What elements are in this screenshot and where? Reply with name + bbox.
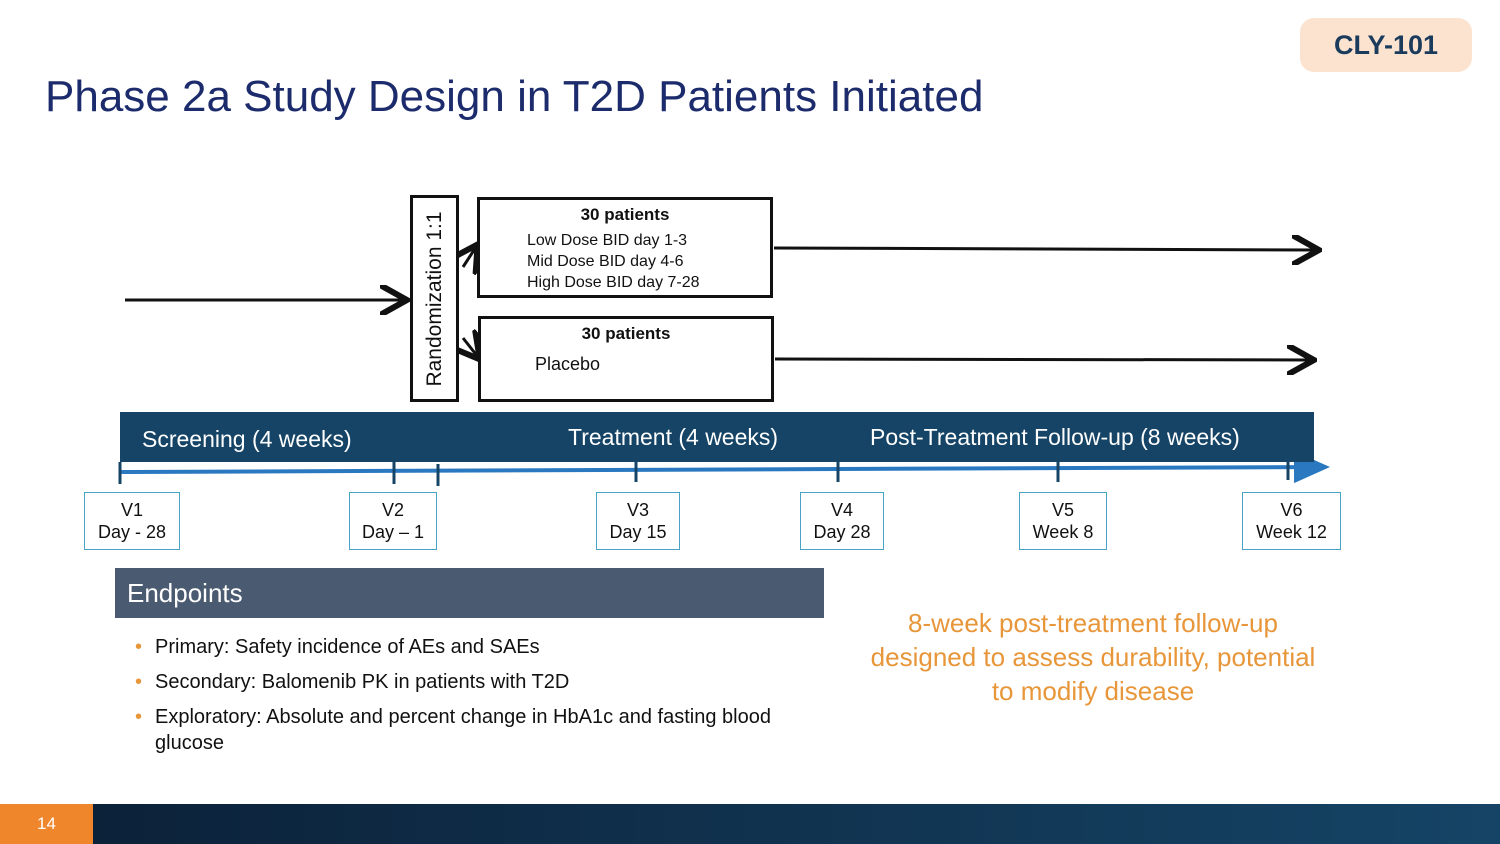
visit-time: Day – 1 bbox=[361, 522, 425, 542]
treatment-arm-box: 30 patients Low Dose BID day 1-3 Mid Dos… bbox=[477, 197, 773, 298]
visit-label: V1 bbox=[120, 500, 144, 520]
endpoints-list: Primary: Safety incidence of AEs and SAE… bbox=[135, 634, 795, 765]
visit-label: V4 bbox=[830, 500, 854, 520]
phase-bar: Screening (4 weeks) Treatment (4 weeks) … bbox=[120, 412, 1314, 462]
endpoint-item: Primary: Safety incidence of AEs and SAE… bbox=[135, 634, 795, 660]
arm-title: 30 patients bbox=[581, 324, 671, 343]
placebo-line: Placebo bbox=[535, 354, 601, 374]
slide-title: Phase 2a Study Design in T2D Patients In… bbox=[45, 72, 984, 121]
endpoints-heading: Endpoints bbox=[115, 568, 824, 618]
visit-time: Day 15 bbox=[609, 522, 667, 542]
visit-label: V5 bbox=[1051, 500, 1075, 520]
arm2-followup-arrow bbox=[774, 359, 1311, 360]
timeline-axis bbox=[119, 451, 1330, 484]
timeline-ticks bbox=[118, 462, 1290, 486]
arm-title: 30 patients bbox=[580, 205, 670, 224]
dose-line: Low Dose BID day 1-3 bbox=[527, 232, 688, 249]
randomization-label: Randomization 1:1 bbox=[422, 210, 446, 387]
dose-line: High Dose BID day 7-28 bbox=[527, 274, 700, 291]
phase-follow-up: Post-Treatment Follow-up (8 weeks) bbox=[870, 424, 1240, 450]
endpoint-item: Exploratory: Absolute and percent change… bbox=[135, 704, 795, 756]
visit-time: Week 12 bbox=[1256, 522, 1327, 542]
phase-treatment: Treatment (4 weeks) bbox=[568, 424, 779, 450]
footer-bar bbox=[0, 804, 1500, 844]
dose-line: Mid Dose BID day 4-6 bbox=[527, 253, 684, 270]
visit-label: V3 bbox=[626, 500, 650, 520]
visit-label: V2 bbox=[381, 500, 405, 520]
arm1-branch-arrow bbox=[463, 247, 476, 267]
follow-up-note: 8-week post-treatment follow-up designed… bbox=[870, 608, 1316, 706]
placebo-arm-box: 30 patients Placebo bbox=[478, 316, 774, 402]
arm1-followup-arrow bbox=[773, 248, 1316, 250]
visit-time: Week 8 bbox=[1032, 522, 1094, 542]
randomization-box: Randomization 1:1 bbox=[410, 195, 459, 402]
endpoint-item: Secondary: Balomenib PK in patients with… bbox=[135, 669, 795, 695]
page-number: 14 bbox=[0, 804, 93, 844]
visit-time: Day - 28 bbox=[97, 522, 167, 542]
visit-time: Day 28 bbox=[813, 522, 871, 542]
phase-screening: Screening (4 weeks) bbox=[142, 426, 352, 452]
study-code-badge: CLY-101 bbox=[1300, 18, 1472, 72]
visit-label: V6 bbox=[1280, 500, 1303, 520]
arm2-branch-arrow bbox=[463, 338, 478, 357]
